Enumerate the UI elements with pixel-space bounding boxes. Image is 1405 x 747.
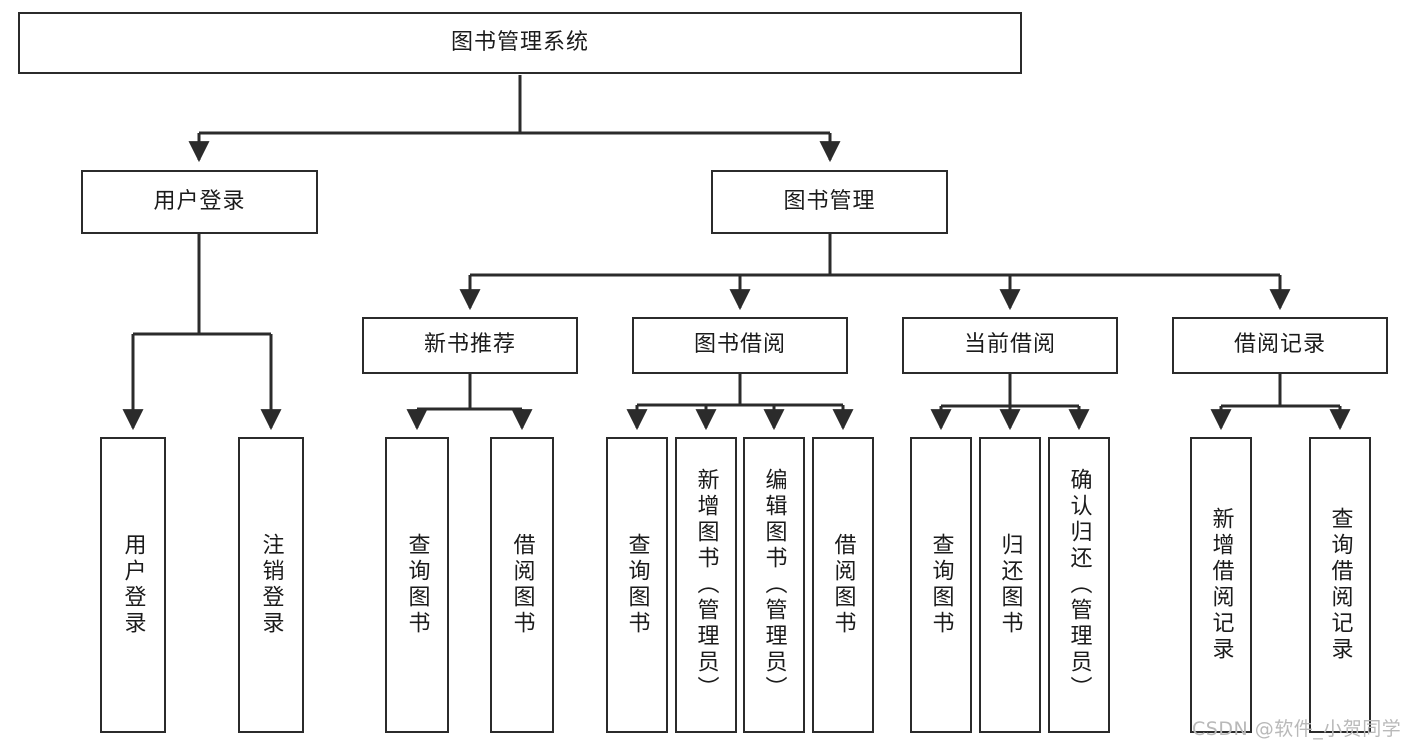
leaf-current-borrow-return-book[interactable]: 归还图书 (979, 437, 1041, 733)
leaf-borrow-record-add-record[interactable]: 新增借阅记录 (1190, 437, 1252, 733)
leaf-current-borrow-confirm-return-admin[interactable]: 确认归还（管理员） (1048, 437, 1110, 733)
node-root-book-management-system[interactable]: 图书管理系统 (18, 12, 1022, 74)
node-user-login[interactable]: 用户登录 (81, 170, 318, 234)
leaf-user-login-login[interactable]: 用户登录 (100, 437, 166, 733)
node-label: 用户登录 (120, 533, 146, 637)
node-label: 归还图书 (997, 533, 1023, 637)
leaf-book-borrow-add-book-admin[interactable]: 新增图书（管理员） (675, 437, 737, 733)
node-label: 借阅记录 (1233, 332, 1326, 358)
node-label: 图书管理系统 (450, 29, 589, 55)
node-label: 注销登录 (258, 533, 284, 637)
leaf-new-book-query-book[interactable]: 查询图书 (385, 437, 449, 733)
node-book-management[interactable]: 图书管理 (711, 170, 948, 234)
node-label: 图书借阅 (693, 332, 786, 358)
node-book-borrow[interactable]: 图书借阅 (632, 317, 848, 374)
node-label: 查询图书 (928, 533, 954, 637)
leaf-book-borrow-query-book[interactable]: 查询图书 (606, 437, 668, 733)
leaf-current-borrow-query-book[interactable]: 查询图书 (910, 437, 972, 733)
node-label: 新增借阅记录 (1208, 507, 1234, 663)
node-label: 查询图书 (624, 533, 650, 637)
node-new-book-recommend[interactable]: 新书推荐 (362, 317, 578, 374)
node-label: 新增图书（管理员） (693, 468, 719, 702)
node-label: 图书管理 (783, 188, 876, 214)
node-label: 借阅图书 (830, 533, 856, 637)
leaf-user-login-logout[interactable]: 注销登录 (238, 437, 304, 733)
node-label: 新书推荐 (423, 332, 516, 358)
node-borrow-record[interactable]: 借阅记录 (1172, 317, 1388, 374)
node-label: 借阅图书 (509, 533, 535, 637)
leaf-book-borrow-edit-book-admin[interactable]: 编辑图书（管理员） (743, 437, 805, 733)
node-label: 用户登录 (153, 188, 246, 214)
node-label: 查询借阅记录 (1327, 507, 1353, 663)
node-label: 查询图书 (404, 533, 430, 637)
leaf-borrow-record-query-record[interactable]: 查询借阅记录 (1309, 437, 1371, 733)
node-label: 当前借阅 (963, 332, 1056, 358)
node-label: 确认归还（管理员） (1066, 468, 1092, 702)
leaf-new-book-borrow-book[interactable]: 借阅图书 (490, 437, 554, 733)
watermark-text: CSDN @软件_小贺同学 (1192, 718, 1402, 740)
node-label: 编辑图书（管理员） (761, 468, 787, 702)
node-current-borrow[interactable]: 当前借阅 (902, 317, 1118, 374)
leaf-book-borrow-borrow-book[interactable]: 借阅图书 (812, 437, 874, 733)
